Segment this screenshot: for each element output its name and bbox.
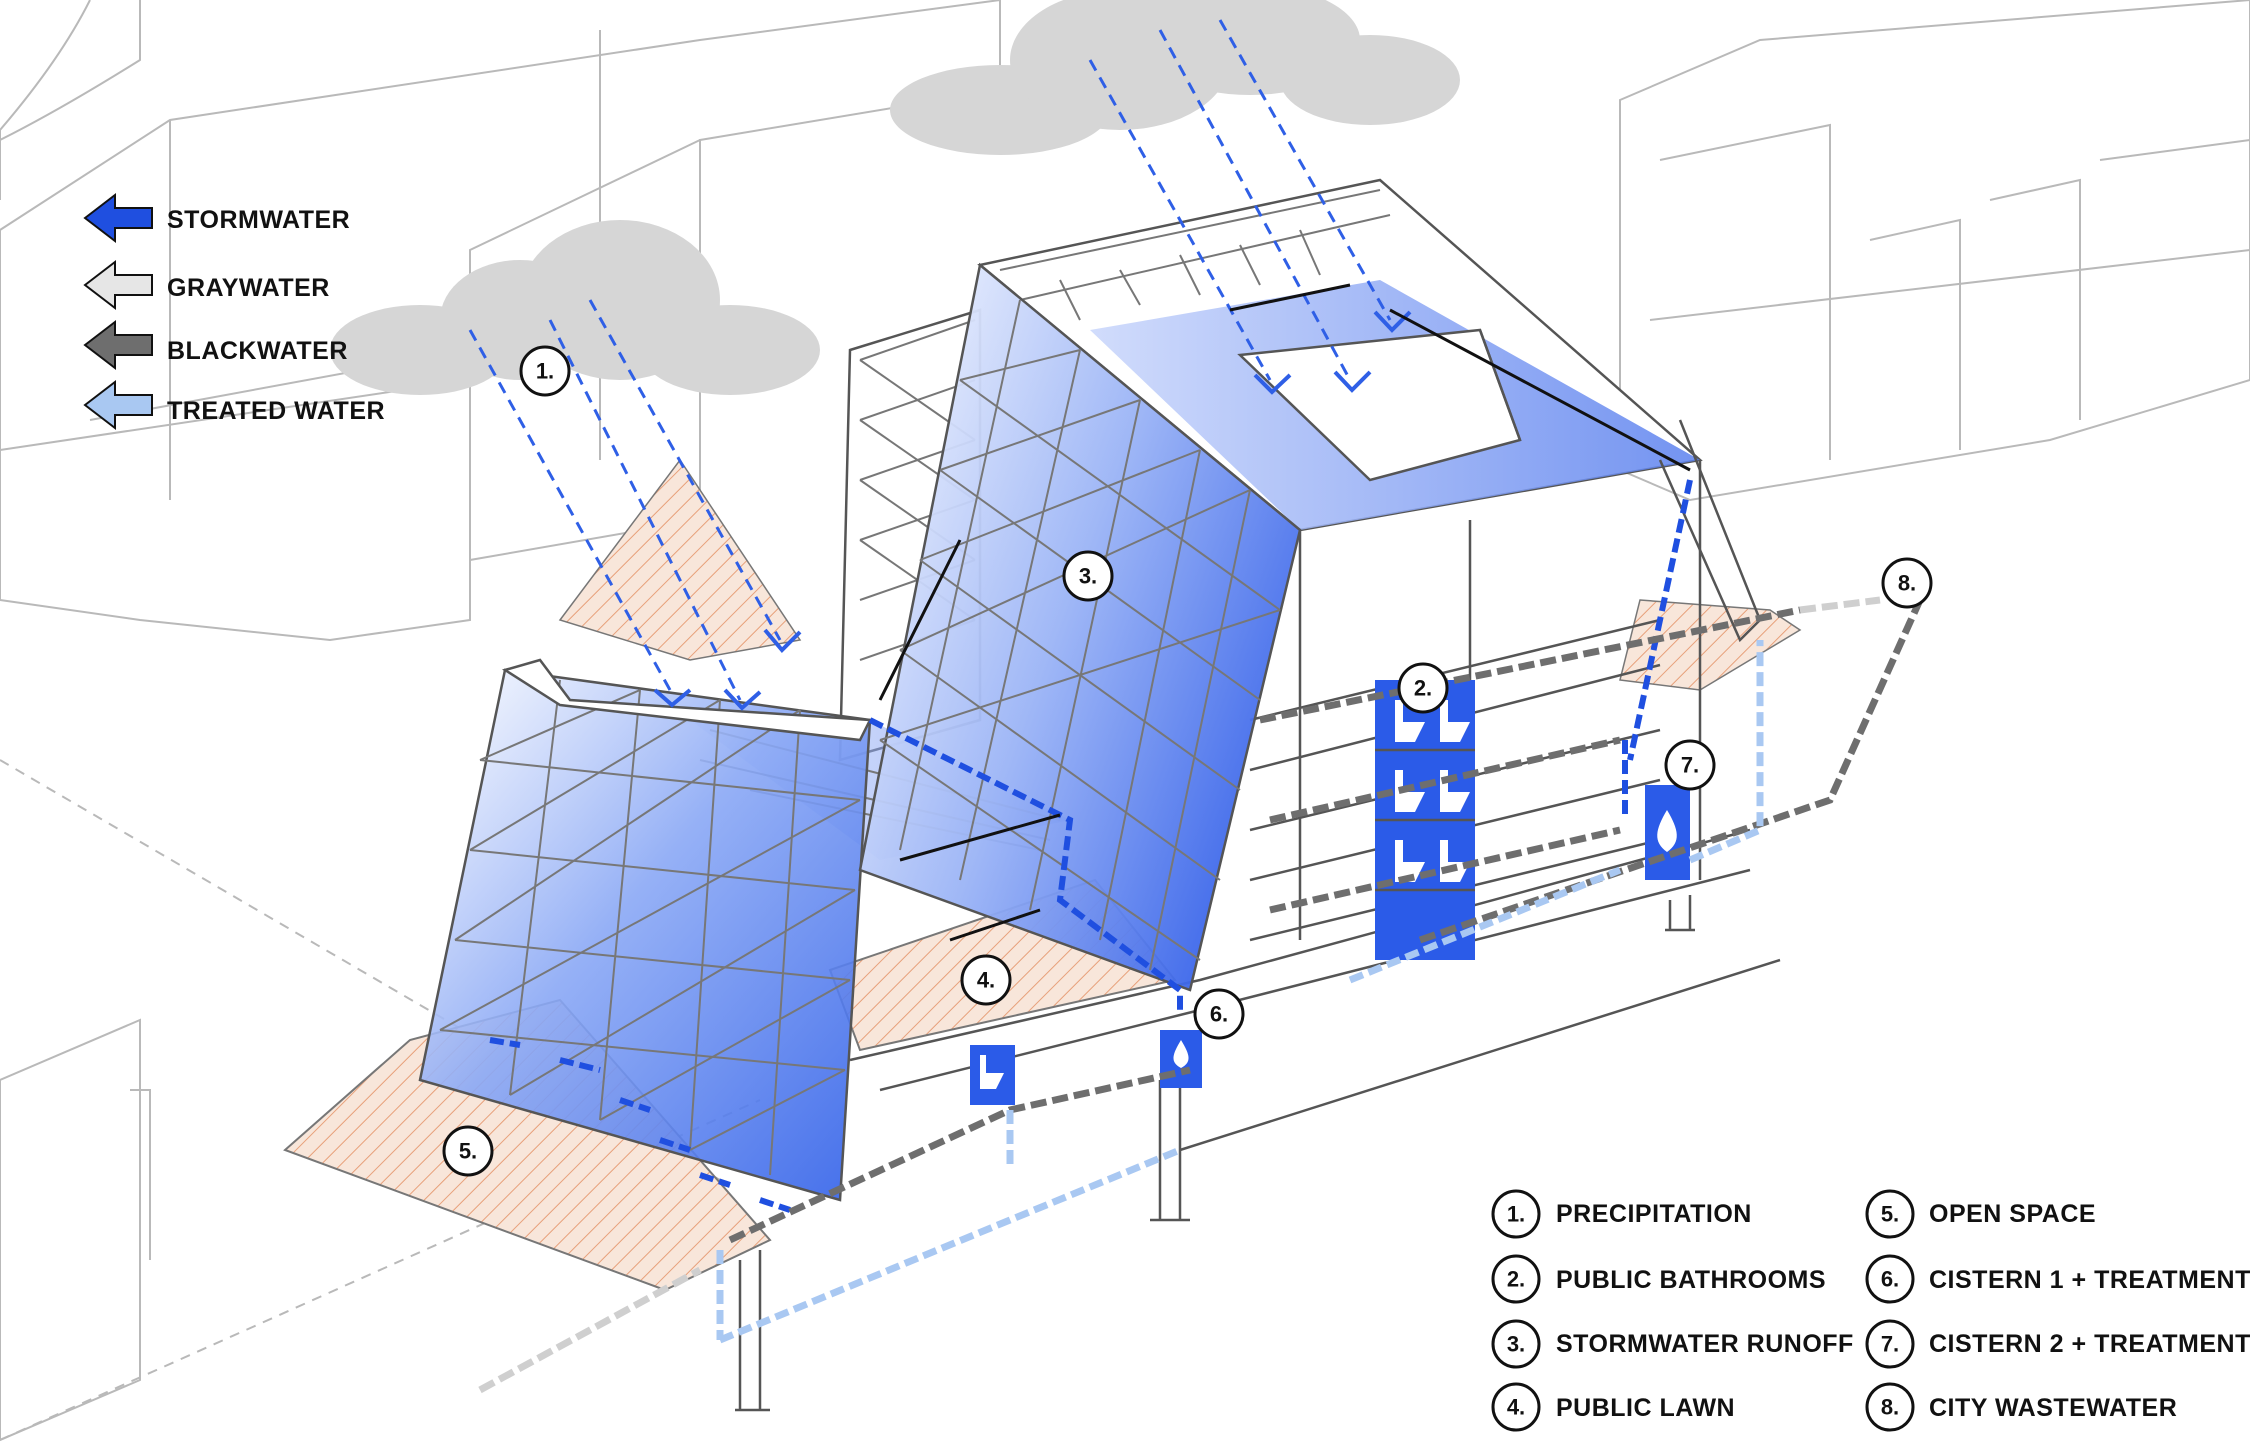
svg-text:7.: 7. bbox=[1681, 753, 1699, 778]
legend-label: TREATED WATER bbox=[167, 397, 385, 425]
key-label: PUBLIC BATHROOMS bbox=[1556, 1266, 1826, 1294]
key-item: 2. PUBLIC BATHROOMS bbox=[1493, 1256, 1826, 1302]
svg-text:1.: 1. bbox=[1507, 1202, 1525, 1227]
svg-text:3.: 3. bbox=[1079, 564, 1097, 589]
marker-cistern2: 7. bbox=[1666, 741, 1714, 789]
svg-text:4.: 4. bbox=[977, 968, 995, 993]
key-label: CISTERN 2 + TREATMENT bbox=[1929, 1330, 2250, 1358]
svg-text:6.: 6. bbox=[1210, 1002, 1228, 1027]
key-item: 8. CITY WASTEWATER bbox=[1867, 1384, 2177, 1430]
marker-lawn: 4. bbox=[962, 956, 1010, 1004]
marker-bathrooms: 2. bbox=[1399, 664, 1447, 712]
svg-text:7.: 7. bbox=[1881, 1332, 1899, 1357]
key-label: CITY WASTEWATER bbox=[1929, 1394, 2177, 1422]
key-item: 1. PRECIPITATION bbox=[1493, 1191, 1752, 1237]
marker-city-wastewater: 8. bbox=[1883, 559, 1931, 607]
key-item: 7. CISTERN 2 + TREATMENT bbox=[1867, 1321, 2250, 1367]
svg-text:5.: 5. bbox=[1881, 1202, 1899, 1227]
marker-open-space: 5. bbox=[444, 1127, 492, 1175]
svg-text:6.: 6. bbox=[1881, 1267, 1899, 1292]
svg-text:1.: 1. bbox=[536, 359, 554, 384]
marker-precipitation: 1. bbox=[521, 347, 569, 395]
key-label: PUBLIC LAWN bbox=[1556, 1394, 1735, 1422]
key-item: 3. STORMWATER RUNOFF bbox=[1493, 1321, 1854, 1367]
key-label: STORMWATER RUNOFF bbox=[1556, 1330, 1854, 1358]
svg-text:4.: 4. bbox=[1507, 1395, 1525, 1420]
legend-label: GRAYWATER bbox=[167, 274, 330, 302]
key-label: OPEN SPACE bbox=[1929, 1200, 2096, 1228]
svg-text:2.: 2. bbox=[1507, 1267, 1525, 1292]
key-label: PRECIPITATION bbox=[1556, 1200, 1752, 1228]
key: 1. PRECIPITATION 2. PUBLIC BATHROOMS 3. … bbox=[1493, 1191, 2250, 1430]
marker-runoff: 3. bbox=[1064, 552, 1112, 600]
legend-label: BLACKWATER bbox=[167, 337, 348, 365]
svg-text:3.: 3. bbox=[1507, 1332, 1525, 1357]
svg-text:5.: 5. bbox=[459, 1139, 477, 1164]
marker-cistern1: 6. bbox=[1195, 990, 1243, 1038]
key-item: 6. CISTERN 1 + TREATMENT bbox=[1867, 1256, 2250, 1302]
key-item: 4. PUBLIC LAWN bbox=[1493, 1384, 1735, 1430]
svg-text:2.: 2. bbox=[1414, 676, 1432, 701]
legend-label: STORMWATER bbox=[167, 206, 350, 234]
key-label: CISTERN 1 + TREATMENT bbox=[1929, 1266, 2250, 1294]
svg-text:8.: 8. bbox=[1881, 1395, 1899, 1420]
key-item: 5. OPEN SPACE bbox=[1867, 1191, 2096, 1237]
svg-text:8.: 8. bbox=[1898, 571, 1916, 596]
